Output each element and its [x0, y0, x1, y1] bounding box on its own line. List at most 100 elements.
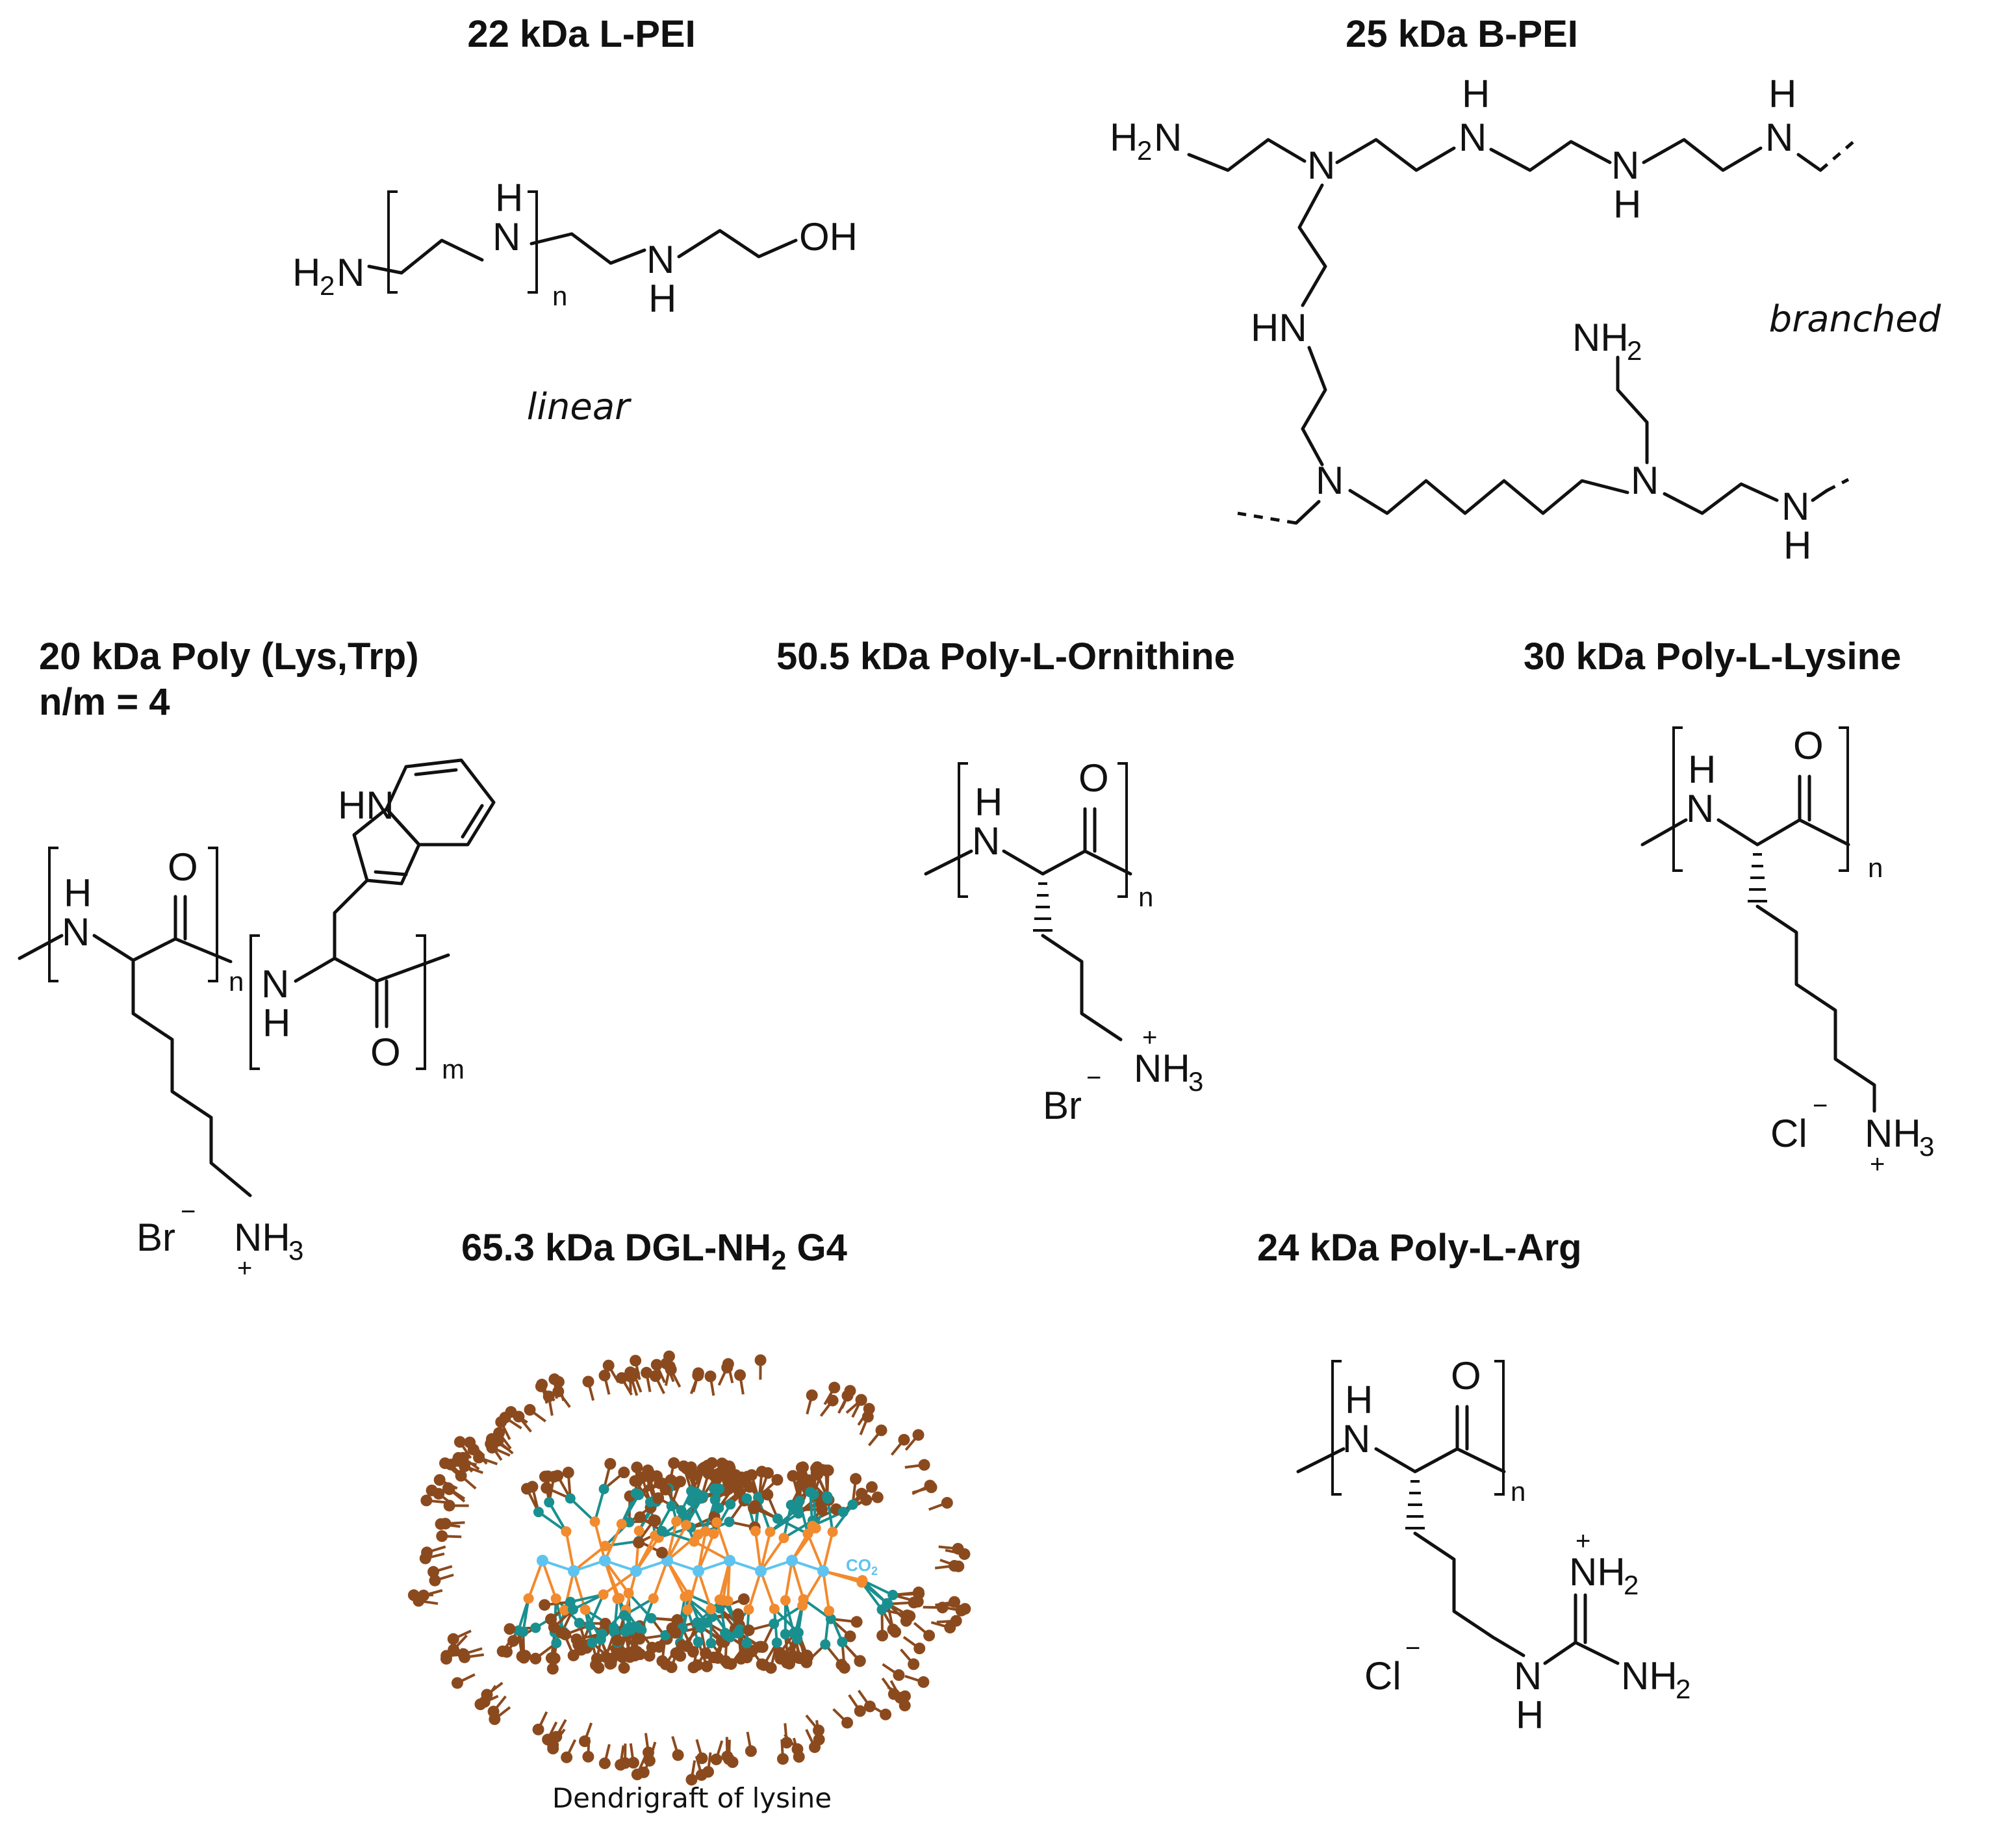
dendrimer-node [841, 1717, 854, 1729]
polylystrp-structure: H N O n Br − NH 3 + N H O m [18, 758, 496, 1283]
dendrimer-node [692, 1367, 704, 1379]
dendrimer-node [813, 1724, 825, 1737]
dendrimer-node [442, 1482, 454, 1494]
polylystrp-subtitle: n/m = 4 [39, 681, 170, 723]
dendrimer-node [550, 1593, 561, 1604]
polylystrp-double-bond [414, 768, 458, 776]
dgl-title-generation: G4 [786, 1227, 847, 1269]
dendrimer-node [628, 1368, 640, 1380]
bpei-bond [1796, 153, 1822, 172]
arg-bracket [1331, 1360, 1342, 1496]
dendrimer-node [646, 1613, 657, 1624]
arg-n: N [1514, 1654, 1542, 1698]
dendrimer-branch [697, 1533, 715, 1572]
dendrimer-node [887, 1623, 899, 1635]
dendrimer-node [737, 1649, 750, 1661]
dendrimer-node [765, 1526, 776, 1537]
bpei-n-branch-right: N [1631, 459, 1659, 502]
dendrimer-node [611, 1634, 624, 1646]
dendrimer-node [526, 1481, 539, 1493]
dendrimer-node [518, 1626, 529, 1637]
dendrimer-node [455, 1470, 467, 1482]
arg-imine-nh2: NH [1569, 1550, 1626, 1594]
dendrimer-node [825, 1613, 836, 1624]
dendrimer-node [633, 1526, 644, 1537]
dendrimer-branch [773, 1604, 804, 1625]
bpei-h: H [1783, 524, 1811, 567]
polylystrp-bond [18, 934, 64, 960]
dendrimer-node [701, 1660, 713, 1672]
ornithine-nh3-subscript: 3 [1188, 1066, 1203, 1097]
dendrimer-node [898, 1433, 910, 1446]
dendrimer-node [419, 1552, 431, 1565]
dendrimer-node [737, 1593, 750, 1605]
dendrimer-node [630, 1565, 642, 1577]
dendrimer-branch [635, 1537, 660, 1572]
polylystrp-o: O [370, 1030, 401, 1074]
bpei-nh2: NH [1572, 316, 1629, 359]
dendrimer-node [429, 1574, 441, 1587]
polylystrp-o: O [168, 845, 198, 889]
dendrimer-node [822, 1493, 833, 1504]
dendrimer-node [836, 1659, 848, 1671]
arg-side-chain [1413, 1531, 1525, 1657]
dendrimer-node [811, 1468, 823, 1481]
dendrimer-node [440, 1653, 452, 1665]
dendrimer-node [626, 1624, 637, 1635]
dendrimer-node [656, 1655, 669, 1667]
lysine-bond [1798, 818, 1850, 847]
dendrimer-node [457, 1648, 470, 1660]
dendrimer-node [734, 1369, 746, 1381]
dendrimer-branch [822, 1531, 834, 1572]
dendrimer-node [941, 1497, 953, 1509]
dendrimer-node [548, 1652, 561, 1665]
dendrimer-branch [721, 1560, 731, 1601]
dendrimer-node [473, 1451, 485, 1464]
dendrimer-node [648, 1514, 660, 1526]
arg-structure: H N O n N H + NH 2 [1296, 1354, 1691, 1737]
polylystrp-bracket [48, 847, 58, 982]
dendrimer-branch [759, 1537, 785, 1572]
polylystrp-bracket [208, 847, 218, 982]
dendrimer-node [856, 1577, 867, 1588]
dendrimer-node [850, 1616, 863, 1628]
bpei-backbone-bond [1187, 138, 1307, 172]
dendrimer-node [710, 1753, 722, 1765]
dendrimer-branch [831, 1503, 854, 1533]
dendrimer-node [551, 1637, 562, 1648]
arg-amine-nh2-subscript: 2 [1676, 1674, 1691, 1704]
polylystrp-minus: − [181, 1197, 196, 1226]
dendrimer-branch [604, 1523, 623, 1561]
dendrimer-node [917, 1676, 930, 1688]
dendrimer-node [745, 1745, 757, 1757]
lysine-side-chain [1755, 904, 1876, 1113]
dendrimer-node [464, 1437, 476, 1449]
dendrimer-node [681, 1640, 693, 1652]
polylystrp-nh3-subscript: 3 [288, 1235, 303, 1266]
dendrimer-node [627, 1757, 639, 1769]
bpei-title: 25 kDa B-PEI [1346, 13, 1578, 55]
lysine-minus: − [1813, 1092, 1828, 1120]
arg-minus: − [1405, 1634, 1420, 1663]
lpei-nh-h: H [495, 176, 523, 220]
dendrimer-branch [604, 1560, 621, 1599]
dendrimer-node [407, 1589, 420, 1602]
dendrimer-node [417, 1589, 429, 1602]
dendrimer-node [533, 1507, 544, 1518]
dendrimer-node [681, 1520, 692, 1531]
dendrimer-node [785, 1500, 797, 1511]
dendrimer-branch [572, 1593, 604, 1611]
dendrimer-node [591, 1652, 603, 1665]
dendrimer-node [756, 1641, 769, 1654]
dendrimer-node [683, 1589, 694, 1600]
dendrimer-node [880, 1708, 892, 1720]
ornithine-side-chain [1041, 934, 1123, 1041]
dgl-core-carboxylate-label: CO [846, 1555, 871, 1575]
dendrimer-node [952, 1542, 964, 1555]
dendrimer-node [761, 1489, 774, 1501]
dendrimer-branch [860, 1581, 884, 1611]
ornithine-bracket [958, 762, 968, 898]
dendrimer-node [743, 1624, 755, 1637]
dendrimer-node [714, 1603, 725, 1614]
